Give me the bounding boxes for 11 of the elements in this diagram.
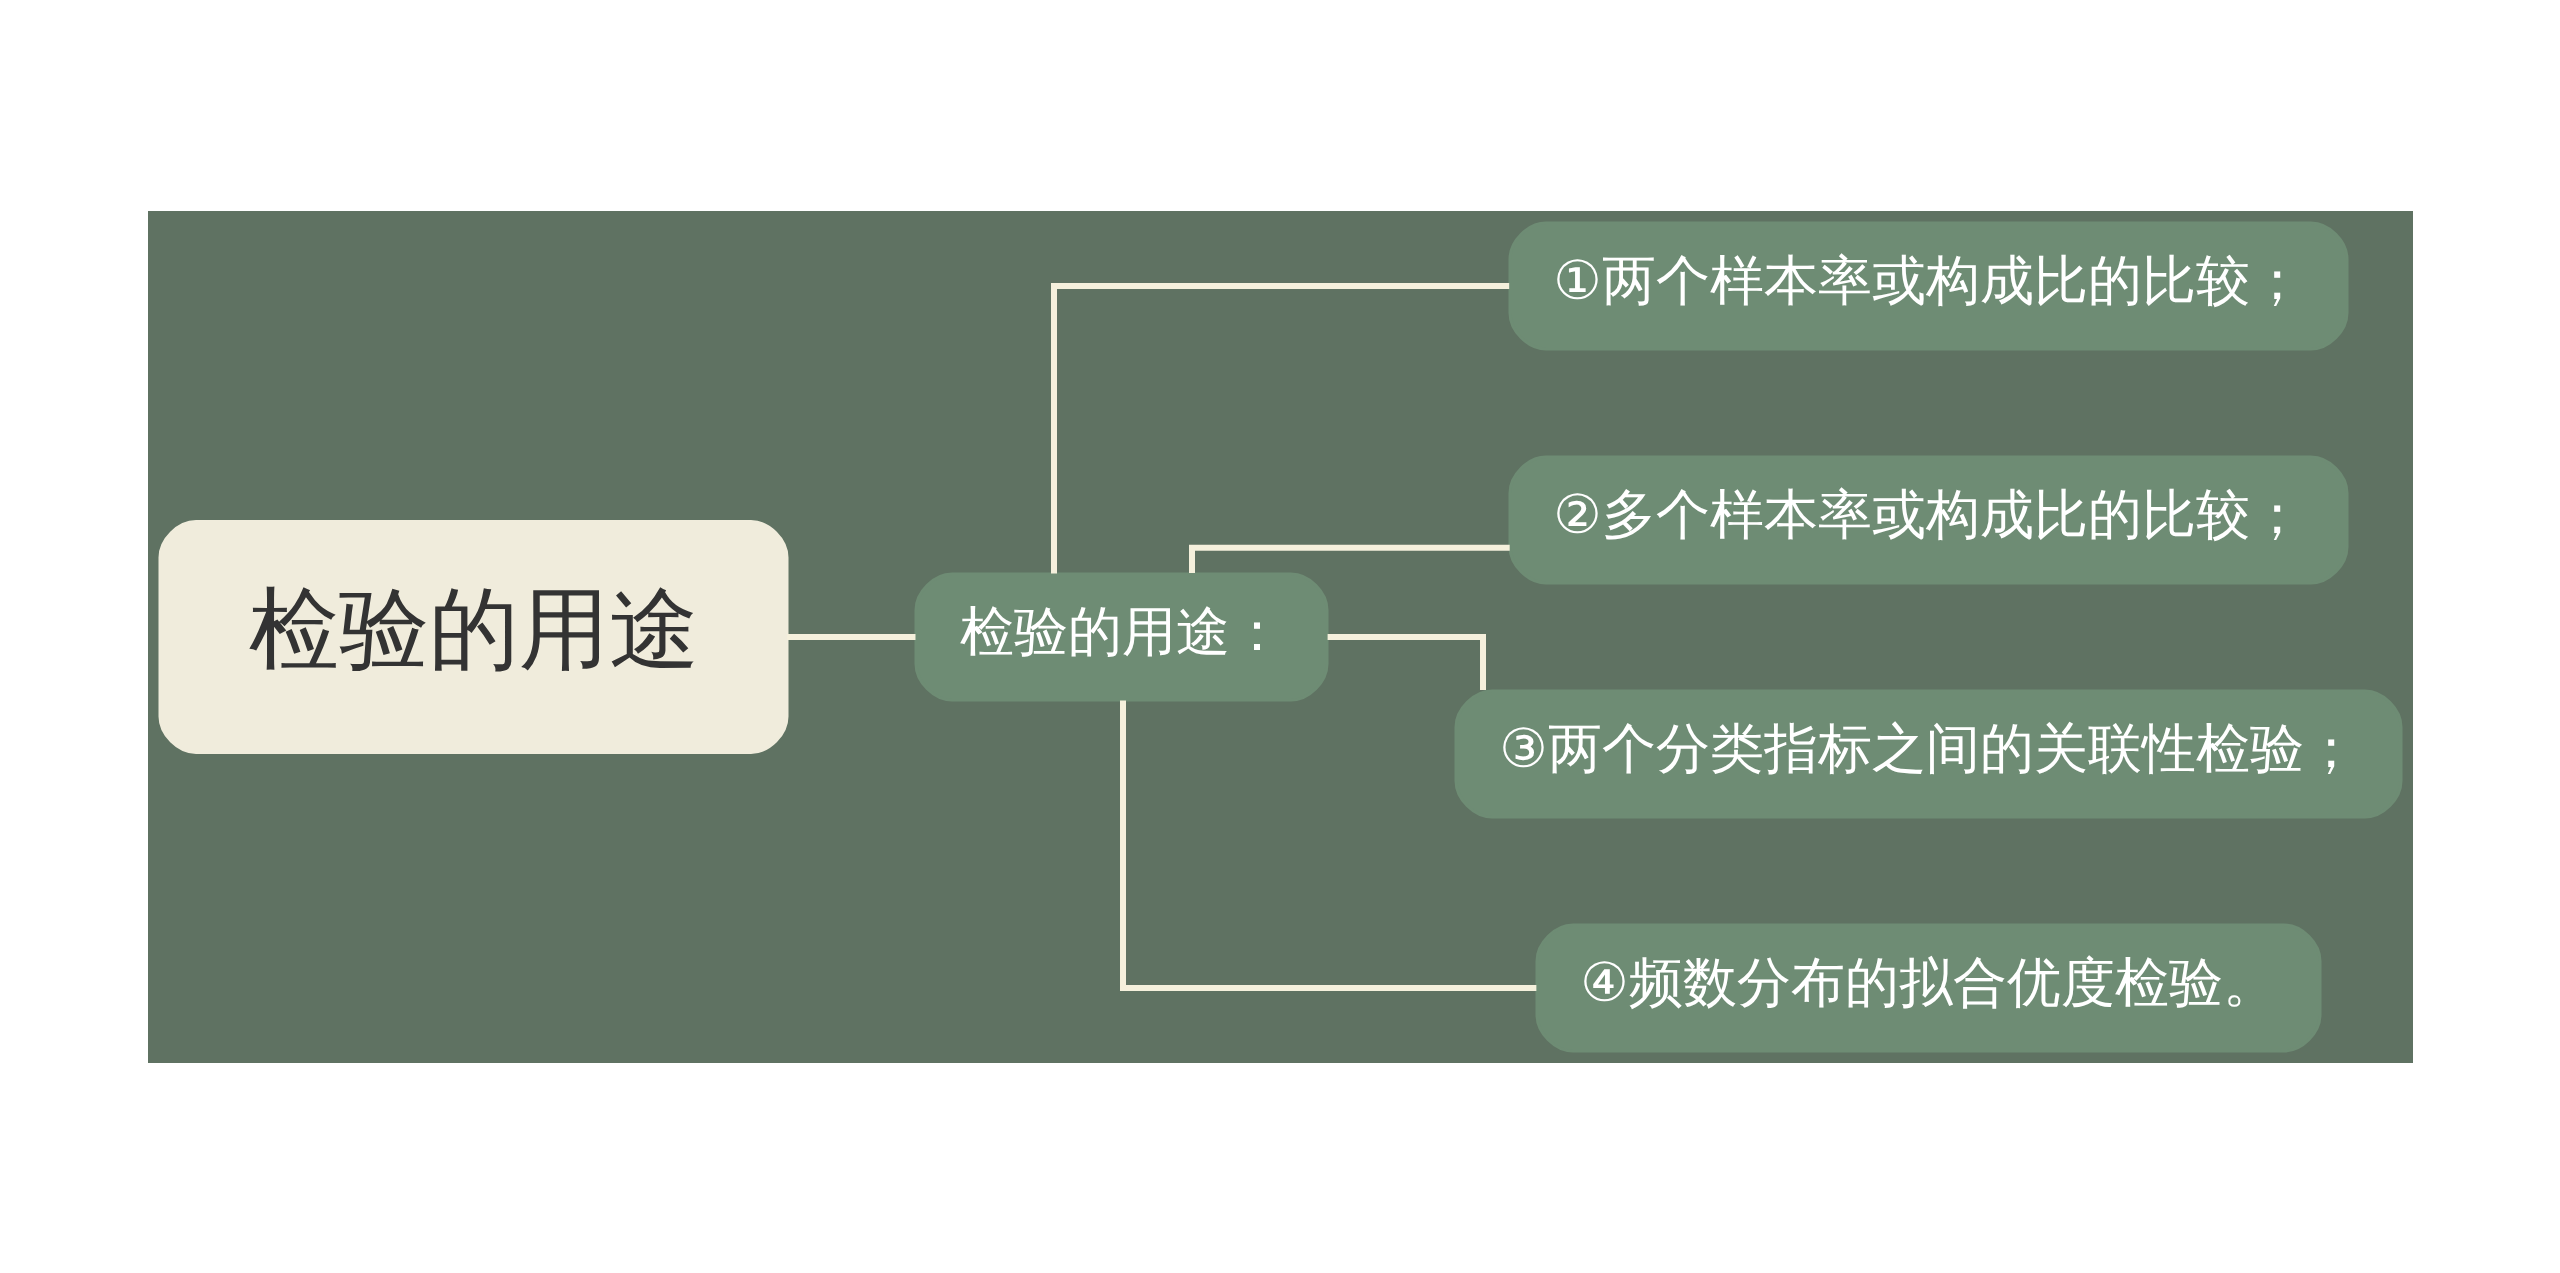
connector [1050,282,1509,573]
connector [1119,700,1536,991]
node-box: 检验的用途： [914,572,1328,701]
node-box: ④频数分布的拟合优度检验。 [1535,923,2321,1052]
node-box: 检验的用途 [158,519,788,754]
node-box: ①两个样本率或构成比的比较； [1508,221,2348,350]
node-box: ②多个样本率或构成比的比较； [1508,455,2348,584]
connector [1188,544,1510,573]
node-box: ③两个分类指标之间的关联性检验； [1454,689,2402,818]
connector [786,633,915,640]
connector [1327,633,1486,690]
